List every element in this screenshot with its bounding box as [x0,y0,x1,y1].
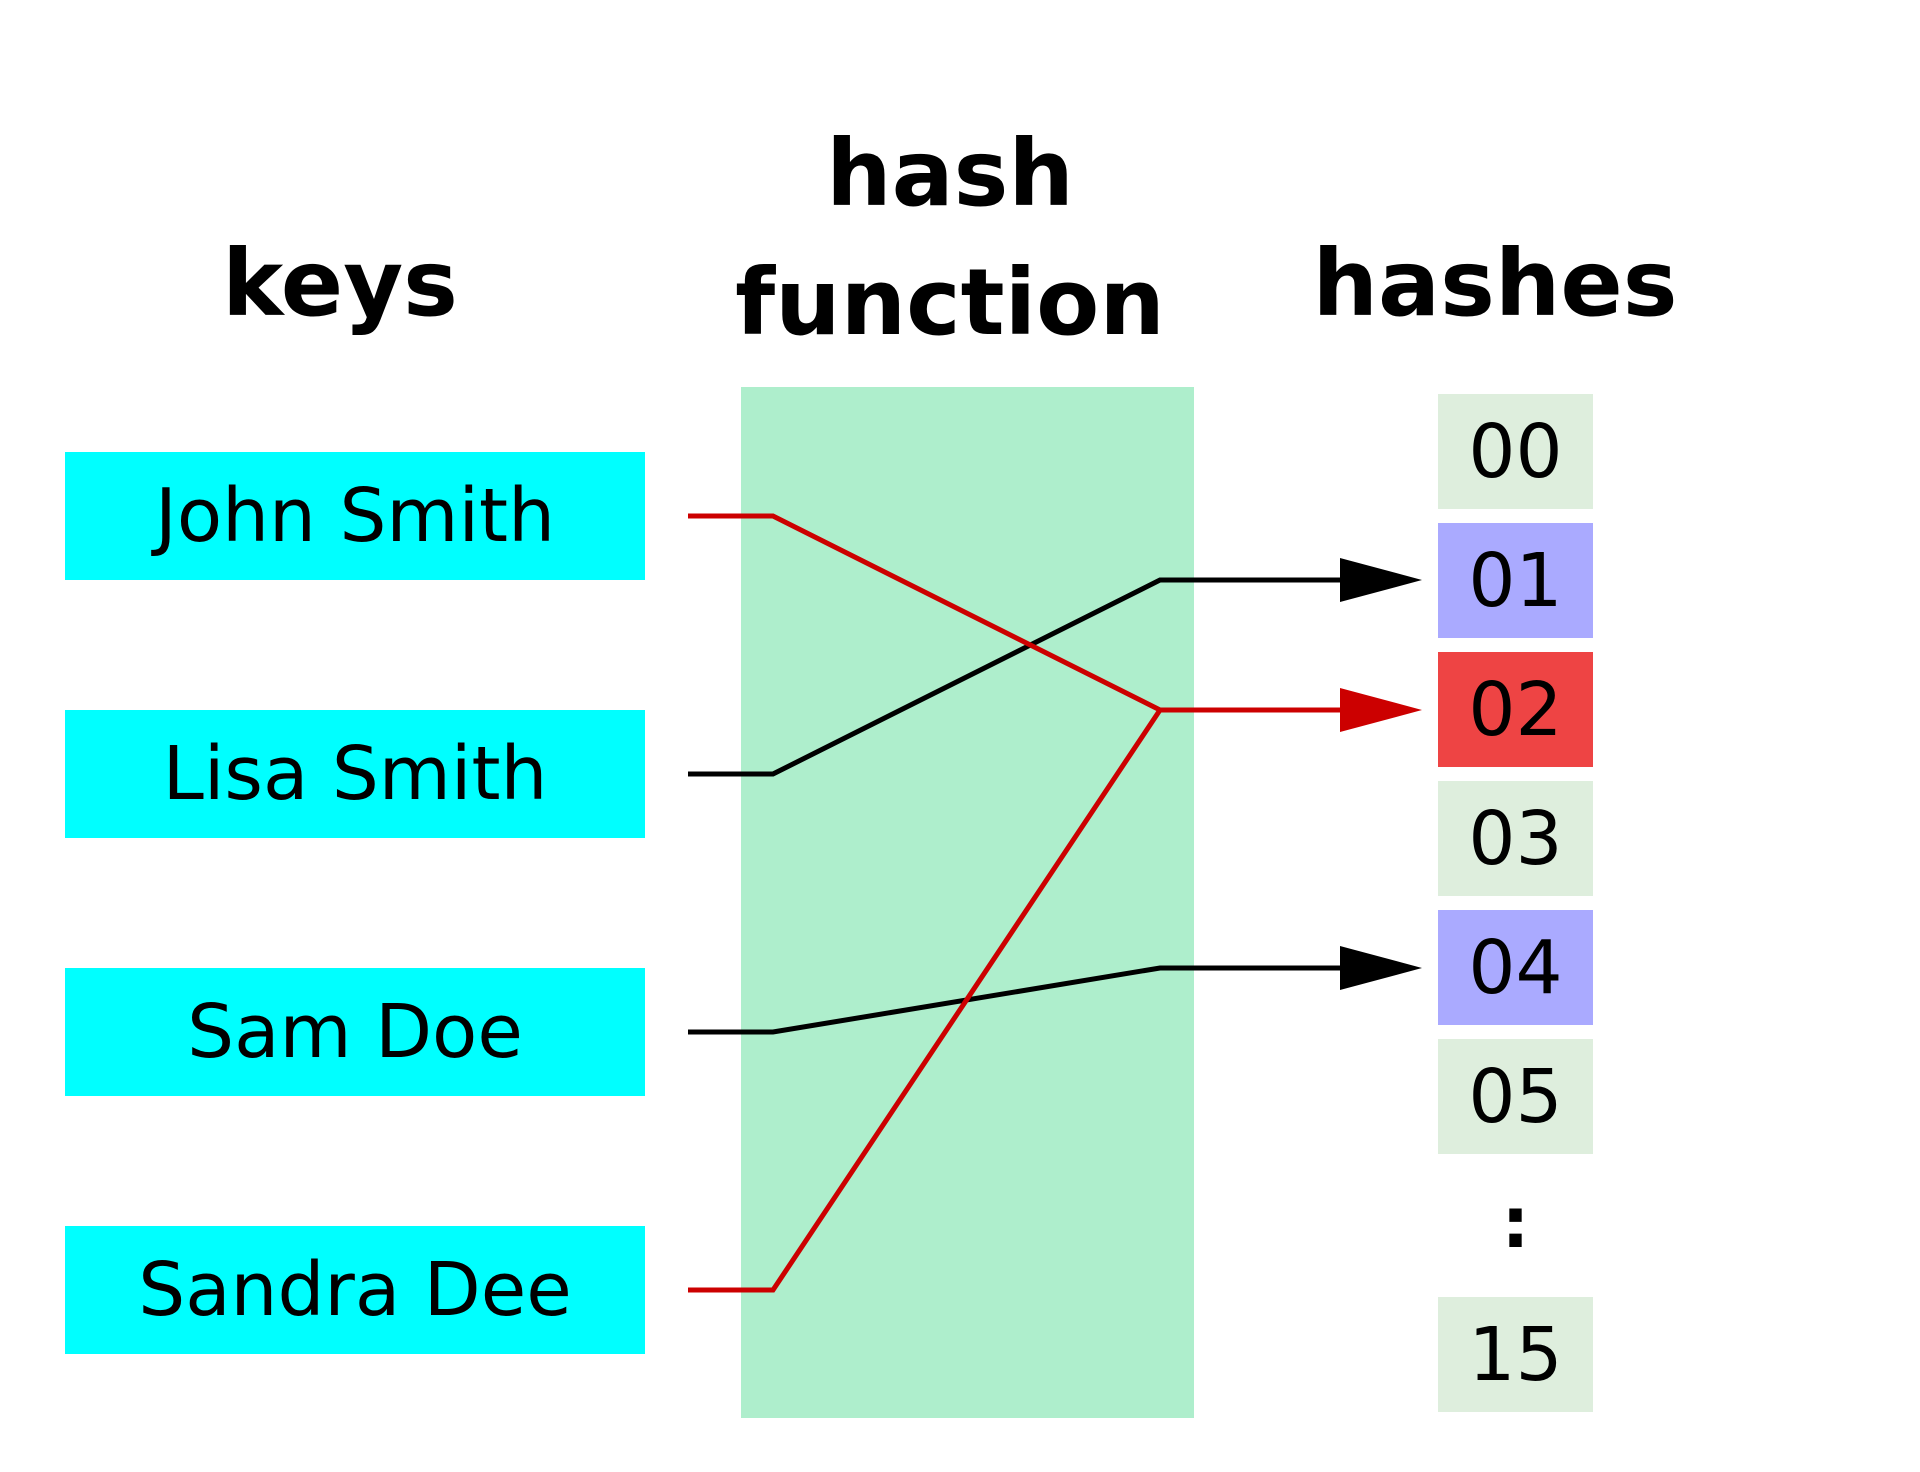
wire-john-smith [688,513,1340,713]
arrowhead-04 [1340,946,1422,990]
hash-function-panel [741,387,1194,1418]
ellipsis-marker: : [1501,1182,1530,1264]
hash-box-01: 01 [1438,523,1593,638]
key-box-john-smith: John Smith [65,452,645,580]
key-box-lisa-smith: Lisa Smith [65,710,645,838]
hash-box-05: 05 [1438,1039,1593,1154]
arrowhead-01 [1340,558,1422,602]
hash-function-heading: hash function [735,120,1165,356]
hash-box-15: 15 [1438,1297,1593,1412]
keys-heading: keys [222,230,458,337]
arrowhead-02 [1340,688,1422,732]
key-box-sam-doe: Sam Doe [65,968,645,1096]
hash-box-02: 02 [1438,652,1593,767]
hashes-heading: hashes [1312,230,1678,337]
wire-sandra-dee [688,708,1163,1293]
hash-box-00: 00 [1438,394,1593,509]
key-box-sandra-dee: Sandra Dee [65,1226,645,1354]
wire-sam-doe [688,965,1340,1035]
hash-box-03: 03 [1438,781,1593,896]
hash-box-04: 04 [1438,910,1593,1025]
wire-lisa-smith [688,577,1340,777]
